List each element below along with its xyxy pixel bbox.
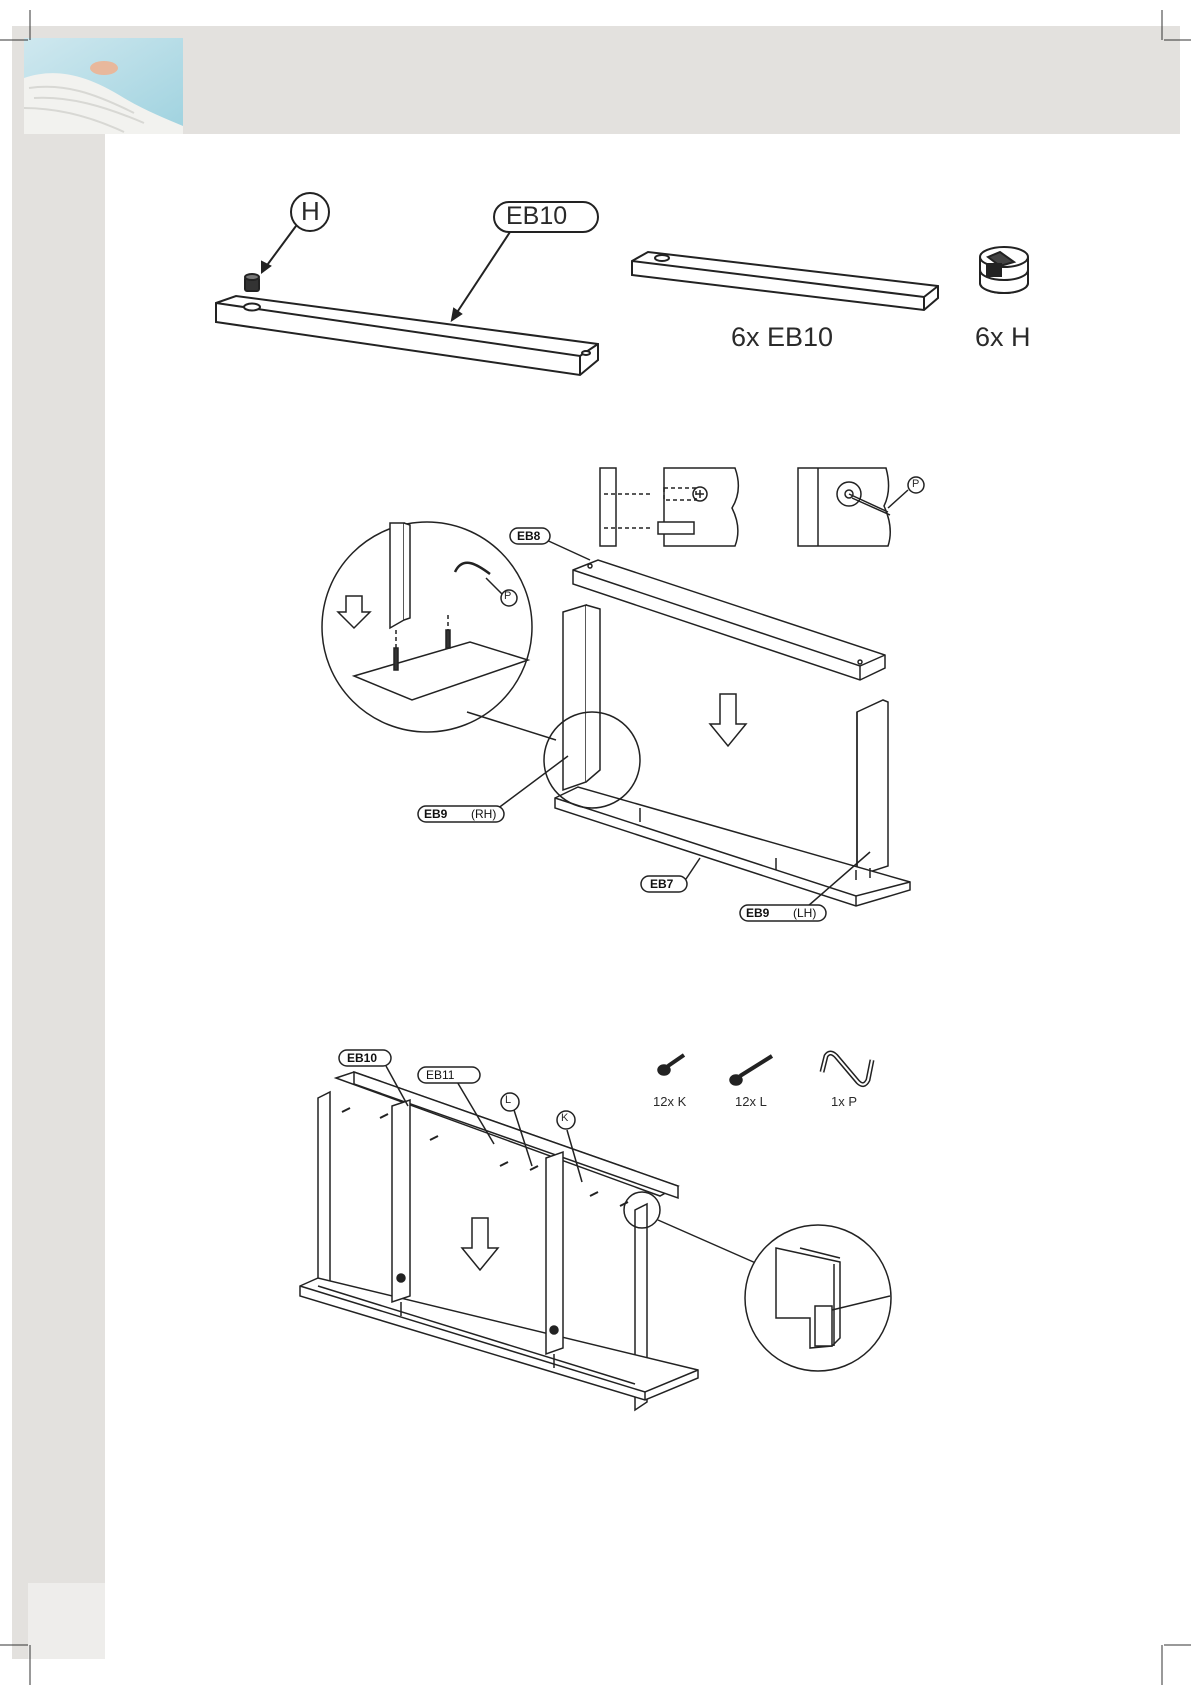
screw-k-icon [658, 1055, 684, 1075]
callout-k: K [561, 1112, 568, 1124]
magnify-circle-corner [745, 1225, 891, 1371]
callout-l: L [505, 1094, 511, 1106]
screw-l-icon [730, 1056, 772, 1085]
qty-p: 1x P [831, 1094, 857, 1109]
eb10-rail-right [546, 1152, 563, 1354]
cabinet-back-assembly [300, 1072, 698, 1410]
label-eb10-step3: EB10 [347, 1051, 377, 1065]
eb10-rail-left [392, 1100, 410, 1302]
qty-l: 12x L [735, 1094, 767, 1109]
label-eb11: EB11 [426, 1068, 454, 1082]
qty-k: 12x K [653, 1094, 686, 1109]
